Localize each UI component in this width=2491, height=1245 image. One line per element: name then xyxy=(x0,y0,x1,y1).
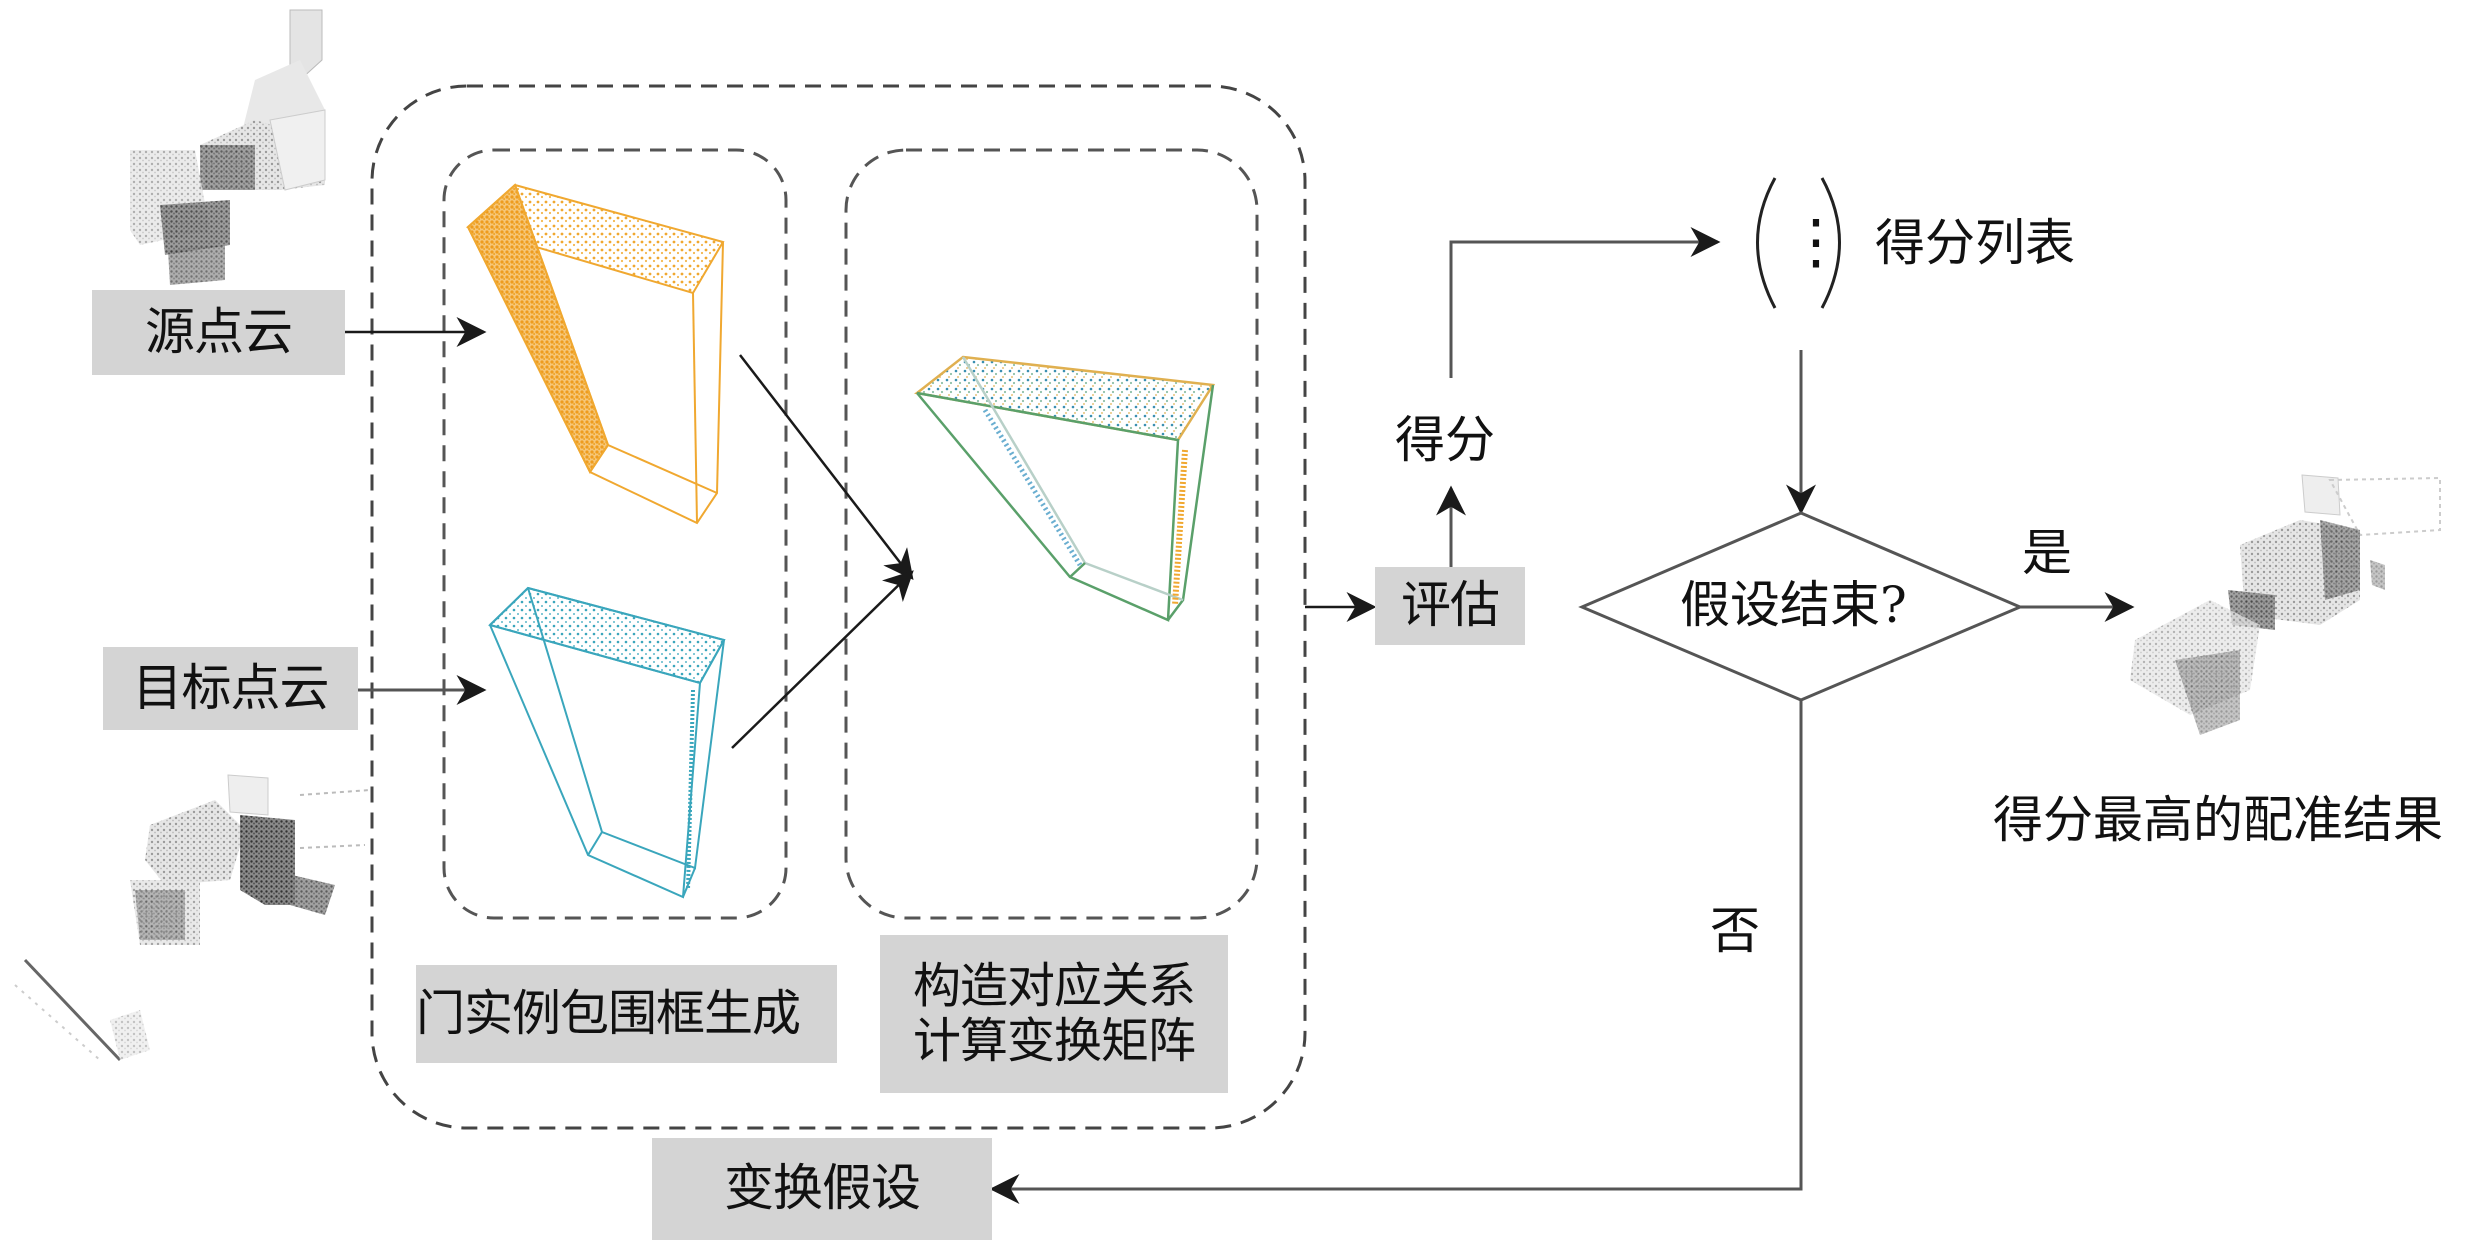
correspondence-frame xyxy=(844,148,1259,920)
source-point-cloud-image xyxy=(130,9,326,285)
score-list-vector-icon xyxy=(1756,177,1841,309)
target-door-bbox xyxy=(488,586,726,899)
source-to-merge-arrow xyxy=(739,354,914,580)
target-point-cloud-label: 目标点云 xyxy=(103,647,358,730)
correspondence-label: 构造对应关系 计算变换矩阵 xyxy=(880,935,1228,1093)
correspondence-text: 构造对应关系 计算变换矩阵 xyxy=(912,957,1196,1069)
result-point-cloud-image xyxy=(2130,474,2441,735)
pipeline-outer-frame xyxy=(370,84,1307,1130)
score-list-ellipsis: ⋮ xyxy=(1786,207,1846,277)
score-to-list-arrow xyxy=(1449,227,1721,378)
evaluate-text: 评估 xyxy=(1401,576,1500,635)
decision-diamond xyxy=(1578,511,2024,702)
source-point-cloud-text: 源点云 xyxy=(145,302,293,361)
result-label: 得分最高的配准结果 xyxy=(1993,791,2443,849)
decision-text: 假设结束? xyxy=(1680,576,1907,634)
door-bbox-text: 门实例包围框生成 xyxy=(416,984,801,1042)
merged-door-bbox xyxy=(914,355,1216,622)
source-door-bbox xyxy=(465,183,725,525)
transform-hypothesis-label: 变换假设 xyxy=(652,1138,992,1240)
yes-label: 是 xyxy=(2022,524,2072,582)
no-arrow xyxy=(989,700,1803,1204)
score-list-label: 得分列表 xyxy=(1875,214,2075,272)
target-to-merge-arrow xyxy=(731,570,914,749)
source-point-cloud-label: 源点云 xyxy=(92,290,345,375)
target-point-cloud-image xyxy=(14,774,371,1062)
door-bbox-frame xyxy=(442,148,788,920)
evaluate-label: 评估 xyxy=(1375,567,1525,645)
score-label: 得分 xyxy=(1395,411,1495,469)
target-point-cloud-text: 目标点云 xyxy=(132,658,330,717)
door-bbox-label: 门实例包围框生成 xyxy=(416,965,837,1063)
transform-hypothesis-text: 变换假设 xyxy=(724,1159,921,1218)
no-label: 否 xyxy=(1710,902,1760,960)
